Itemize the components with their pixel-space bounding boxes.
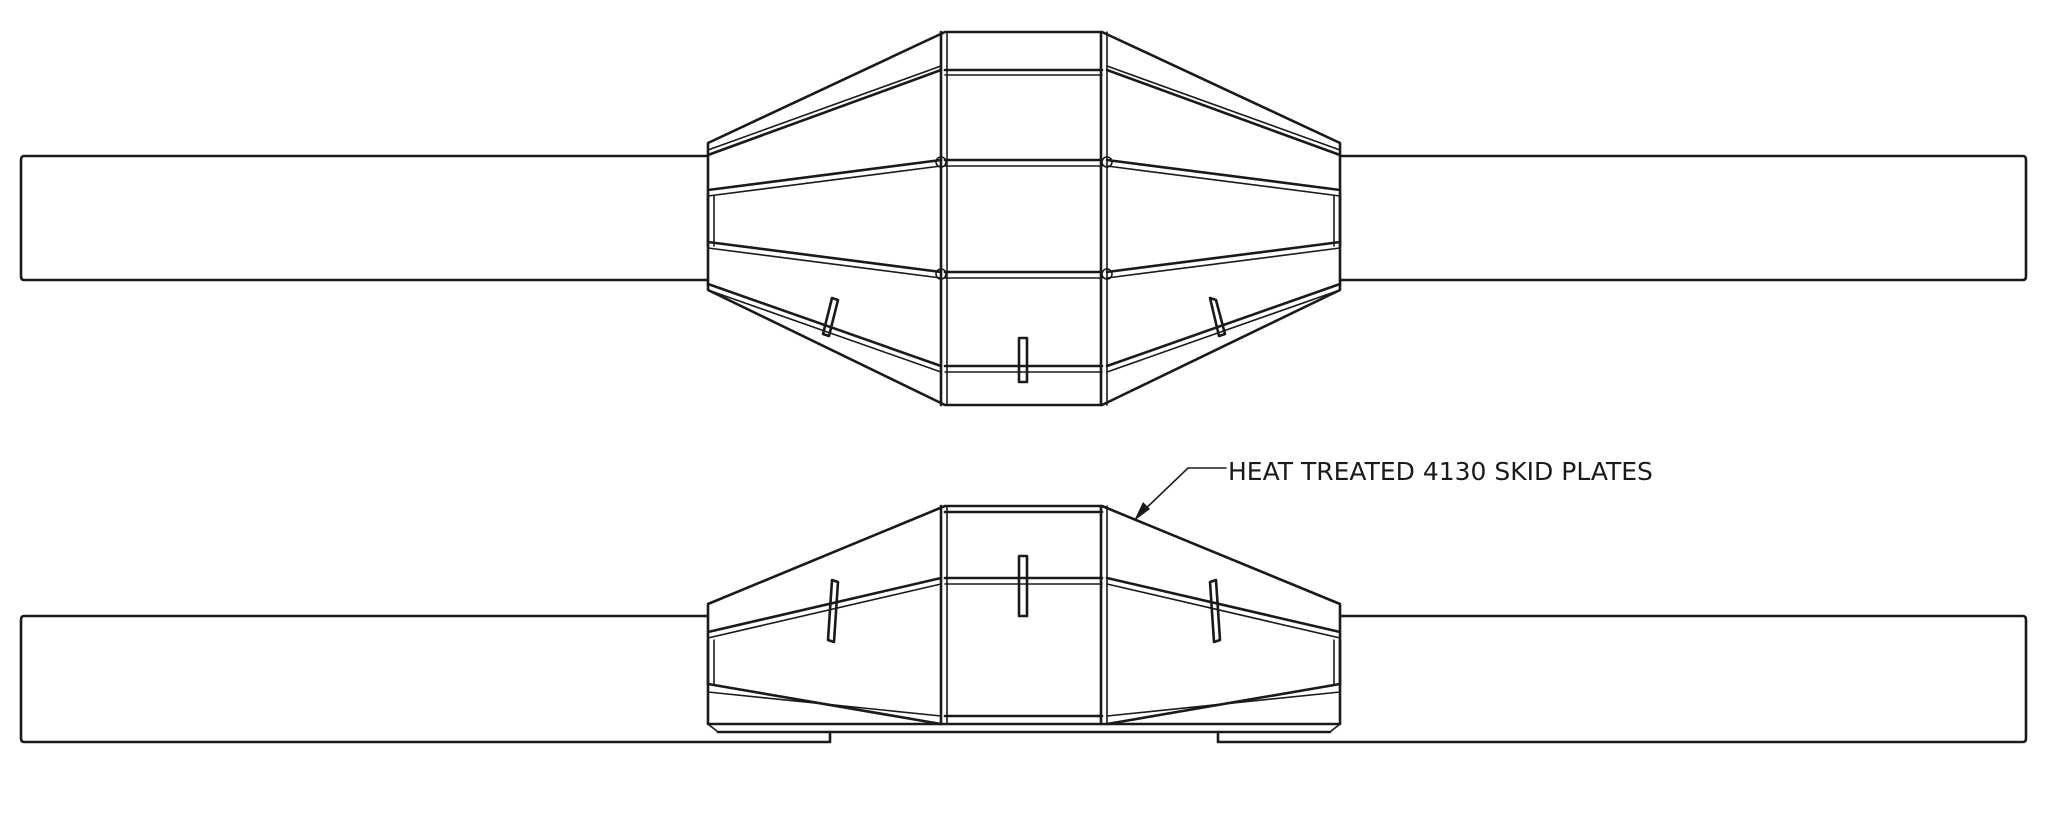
- top-view: [19, 30, 2028, 407]
- side-tab-right: [1208, 578, 1222, 644]
- top-tab-center: [1017, 336, 1029, 384]
- side-tab-left: [826, 578, 840, 644]
- top-tab-right: [1208, 296, 1227, 338]
- skid-plate-callout: HEAT TREATED 4130 SKID PLATES: [1134, 457, 1653, 521]
- top-housing-outline: [706, 30, 1342, 407]
- side-view: [19, 504, 2028, 744]
- side-right-axle-tube: [1216, 614, 2028, 744]
- top-tab-left: [821, 296, 840, 338]
- callout-arrowhead: [1134, 502, 1150, 521]
- side-tab-center: [1017, 554, 1029, 618]
- top-right-axle-tube: [1338, 154, 2028, 282]
- top-left-axle-tube: [19, 154, 710, 282]
- side-left-axle-tube: [19, 614, 832, 744]
- callout-label: HEAT TREATED 4130 SKID PLATES: [1228, 457, 1653, 486]
- callout-leader-line: [1137, 467, 1227, 517]
